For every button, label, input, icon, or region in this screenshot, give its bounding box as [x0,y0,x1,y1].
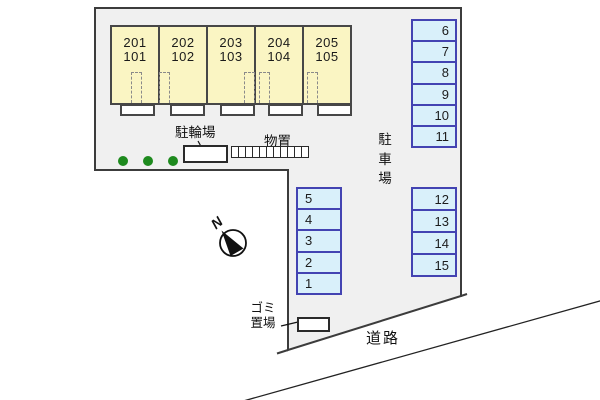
storage-cell [301,146,309,158]
garbage-area [297,317,330,332]
parking-space: 2 [296,250,342,274]
entrance-step [220,104,255,116]
parking-space: 15 [411,253,457,277]
road-label: 道路 [366,330,401,347]
unit-lower-number: 102 [171,49,195,65]
boundary-extension-left [276,349,289,355]
parking-space: 9 [411,82,457,106]
tree-marker [168,156,178,166]
parking-space: 1 [296,271,342,295]
parking-space: 7 [411,40,457,64]
unit-201-101: 201 101 [112,27,160,103]
unit-lower-number: 103 [219,49,243,65]
unit-upper-number: 205 [315,35,339,50]
road-far-edge-line [244,300,600,400]
unit-upper-number: 202 [171,35,195,50]
parking-space: 4 [296,208,342,232]
north-label: N [208,213,227,232]
entrance-path-dashed [131,72,142,103]
garbage-label-line1: ゴミ [250,301,276,315]
entrance-path-dashed [244,72,255,103]
entrance-step [268,104,303,116]
storage-label: 物置 [264,134,291,149]
bicycle-parking-area [183,145,228,163]
tree-marker [143,156,153,166]
unit-205-105: 205 105 [304,27,350,103]
parking-column-right-top: 6 7 8 9 10 11 [411,19,457,149]
tree-marker [118,156,128,166]
parking-space: 12 [411,187,457,211]
bicycle-parking-label: 駐輪場 [175,125,216,140]
parking-space: 6 [411,19,457,43]
parking-column-middle: 5 4 3 2 1 [296,187,342,295]
parking-space: 5 [296,187,342,211]
parking-space: 11 [411,124,457,149]
unit-lower-number: 104 [267,49,291,65]
unit-204-104: 204 104 [256,27,304,103]
unit-lower-number: 105 [315,49,339,65]
car-parking-label: 駐車場 [378,132,392,187]
entrance-path-dashed [159,72,170,103]
storage-shed-row [231,146,309,158]
garbage-area-label: ゴミ 置場 [243,301,283,331]
unit-upper-number: 204 [267,35,291,50]
parking-space: 13 [411,209,457,233]
entrance-step [317,104,352,116]
entrance-step [120,104,155,116]
unit-203-103: 203 103 [208,27,256,103]
unit-upper-number: 203 [219,35,243,50]
entrance-step [170,104,205,116]
entrance-path-dashed [307,72,318,103]
unit-202-102: 202 102 [160,27,208,103]
parking-space: 14 [411,231,457,255]
unit-upper-number: 201 [123,35,147,50]
parking-space: 8 [411,61,457,85]
north-compass: N [208,213,247,257]
garbage-label-line2: 置場 [250,316,276,330]
parking-space: 3 [296,229,342,253]
boundary-extension-right [460,293,468,297]
parking-space: 10 [411,103,457,127]
parking-column-right-bottom: 12 13 14 15 [411,187,457,277]
unit-lower-number: 101 [123,49,147,65]
garbage-label-connector [280,321,299,327]
entrance-path-dashed [259,72,270,103]
compass-needle-icon [221,230,244,256]
